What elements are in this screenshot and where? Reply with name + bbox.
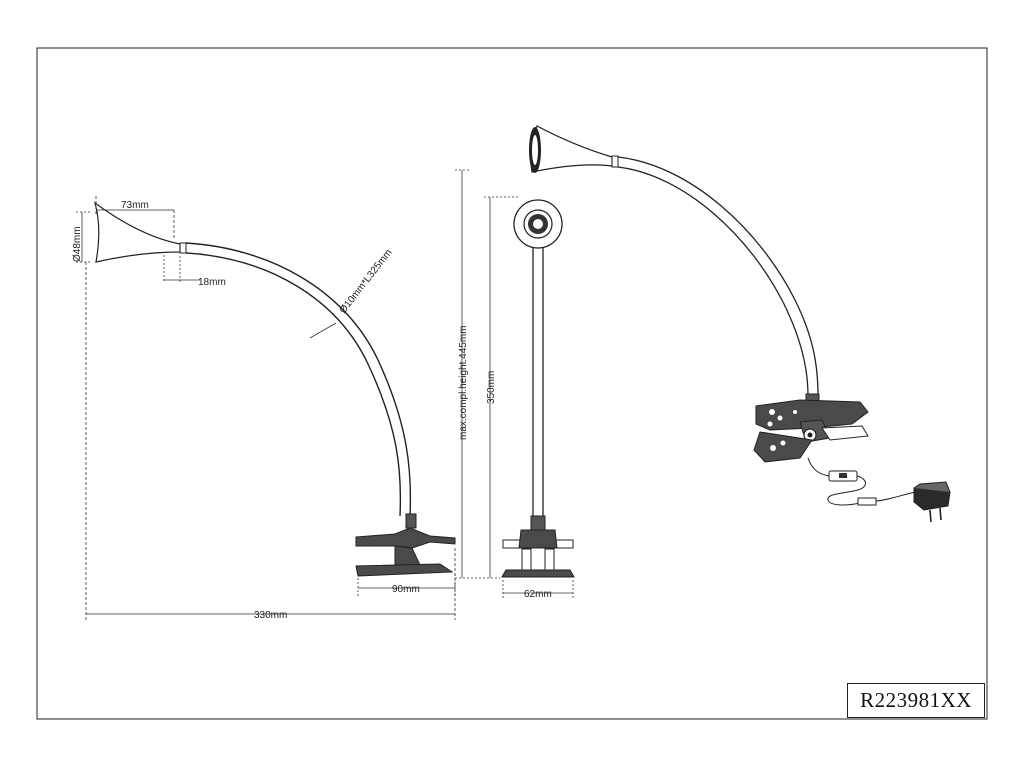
- dim-shade-diameter: Ø48mm: [72, 226, 83, 262]
- dim-head-height: 350mm: [486, 371, 497, 404]
- dimension-lines-front: [484, 196, 574, 600]
- dim-clamp-width: 90mm: [392, 584, 420, 595]
- dim-max-height: max.compl.height.445mm: [458, 326, 469, 441]
- dim-clamp-depth: 62mm: [524, 589, 552, 600]
- perspective-view-lamp: [529, 125, 951, 523]
- dim-total-length: 330mm: [254, 610, 287, 621]
- dimension-lines-side: [76, 169, 500, 620]
- side-view-lamp: [93, 201, 456, 577]
- dim-neck-length: 18mm: [198, 277, 226, 288]
- dim-arm: Ø10mm*L325mm: [338, 247, 395, 316]
- product-code-label: R223981XX: [847, 683, 985, 718]
- front-view-lamp: [501, 199, 575, 578]
- dim-shade-length: 73mm: [121, 200, 149, 211]
- drawing-frame: [36, 47, 988, 720]
